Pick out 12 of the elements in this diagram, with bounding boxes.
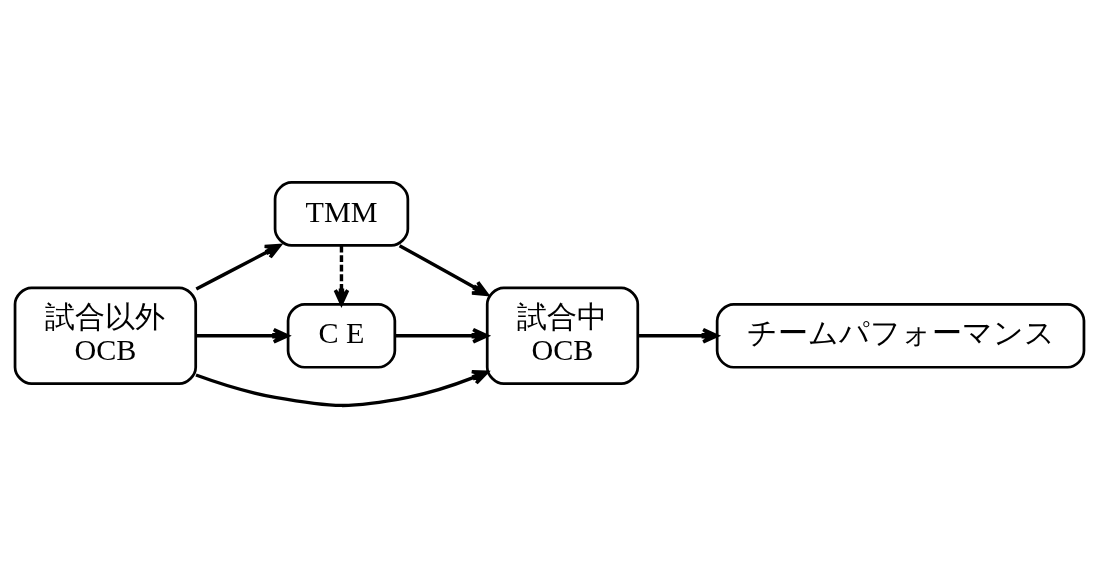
node-box: C E	[286, 302, 397, 369]
arrow	[395, 327, 489, 344]
node-box: チームパフォーマンス	[715, 302, 1086, 369]
node-box: 試合中 OCB	[485, 286, 640, 386]
arrow	[333, 245, 350, 306]
arrow	[637, 327, 719, 344]
node-box: TMM	[273, 181, 410, 247]
arrow	[195, 369, 489, 408]
arrow	[196, 327, 290, 344]
arrow	[398, 244, 489, 297]
node-box: 試合以外 OCB	[13, 286, 198, 386]
arrow	[195, 243, 282, 291]
